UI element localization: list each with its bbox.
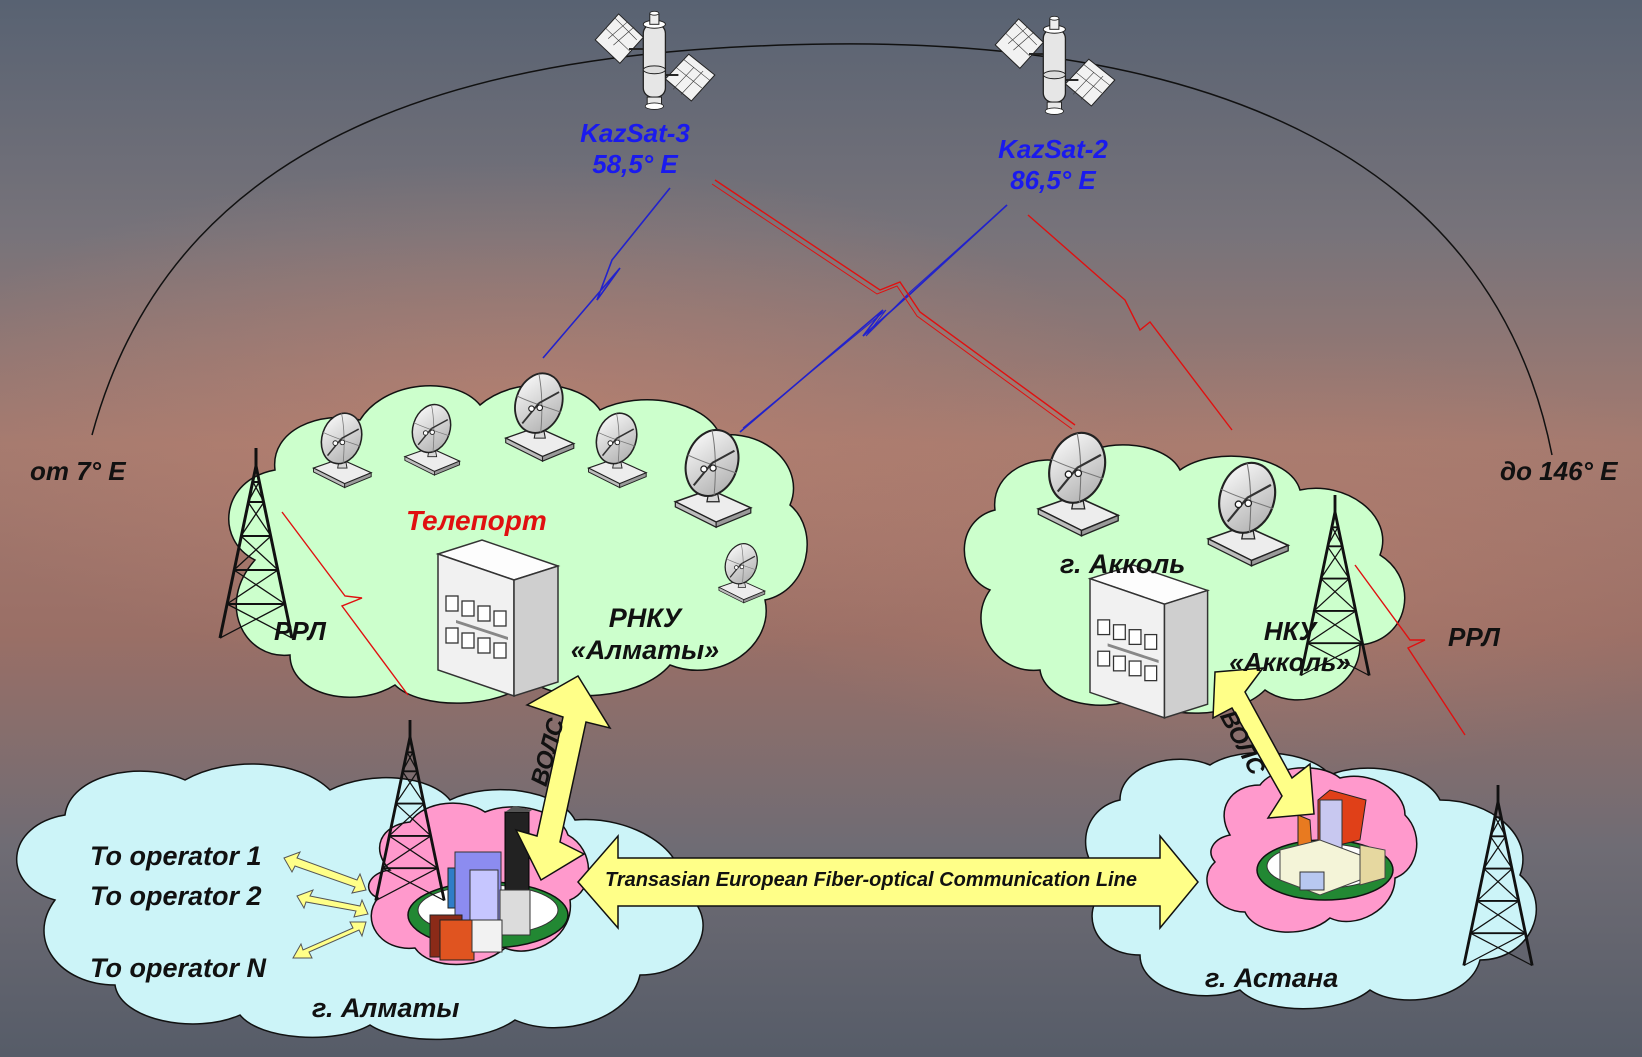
vols-arrow-almaty xyxy=(514,674,612,882)
operator-1-label: To operator 1 xyxy=(90,841,262,871)
satellite-position: 86,5° E xyxy=(1010,165,1096,196)
operator-2-label: To operator 2 xyxy=(90,881,262,911)
teleport-label: Телепорт xyxy=(406,505,547,536)
teleport-building xyxy=(437,539,559,697)
akkol-building xyxy=(1089,564,1209,719)
operator-arrows xyxy=(283,851,369,959)
almaty-skyline xyxy=(407,806,569,961)
rrl-label-akkol: РРЛ xyxy=(1448,622,1500,652)
astana-city-label: г. Астана xyxy=(1205,963,1339,993)
akkol-city-label: г. Акколь xyxy=(1060,549,1186,579)
nku-akkol-label: НКУ «Акколь» xyxy=(1210,616,1370,678)
operator-n-label: To operator N xyxy=(90,953,267,983)
vols-arrow-akkol xyxy=(1212,667,1315,819)
satellite-uplink-blue xyxy=(542,187,1008,433)
arc-end-label: до 146° E xyxy=(1500,456,1618,486)
arc-start-label: от 7° E xyxy=(30,456,126,486)
fiber-line-label: Transasian European Fiber-optical Commun… xyxy=(605,869,1137,891)
satellite-label-kazsat3: KazSat-3 58,5° E xyxy=(560,118,710,180)
fiber-line-arrow xyxy=(577,833,1199,931)
ground-link-red xyxy=(281,179,1466,736)
geostationary-arc xyxy=(91,43,1553,456)
almaty-city-label: г. Алматы xyxy=(312,993,460,1023)
rrl-label-almaty: РРЛ xyxy=(274,616,326,646)
nku-line1: НКУ xyxy=(1263,616,1317,646)
satellite-name: KazSat-3 xyxy=(580,118,690,148)
rnku-line2: «Алматы» xyxy=(570,635,720,666)
rnku-line1: РНКУ xyxy=(608,603,682,633)
satellite-name: KazSat-2 xyxy=(998,134,1108,164)
satellite-position: 58,5° E xyxy=(592,149,678,180)
teleport-cloud xyxy=(228,384,808,704)
nku-line2: «Акколь» xyxy=(1229,647,1351,678)
astana-skyline xyxy=(1256,789,1394,901)
rnku-almaty-label: РНКУ «Алматы» xyxy=(560,602,730,667)
satellite-label-kazsat2: KazSat-2 86,5° E xyxy=(978,134,1128,196)
